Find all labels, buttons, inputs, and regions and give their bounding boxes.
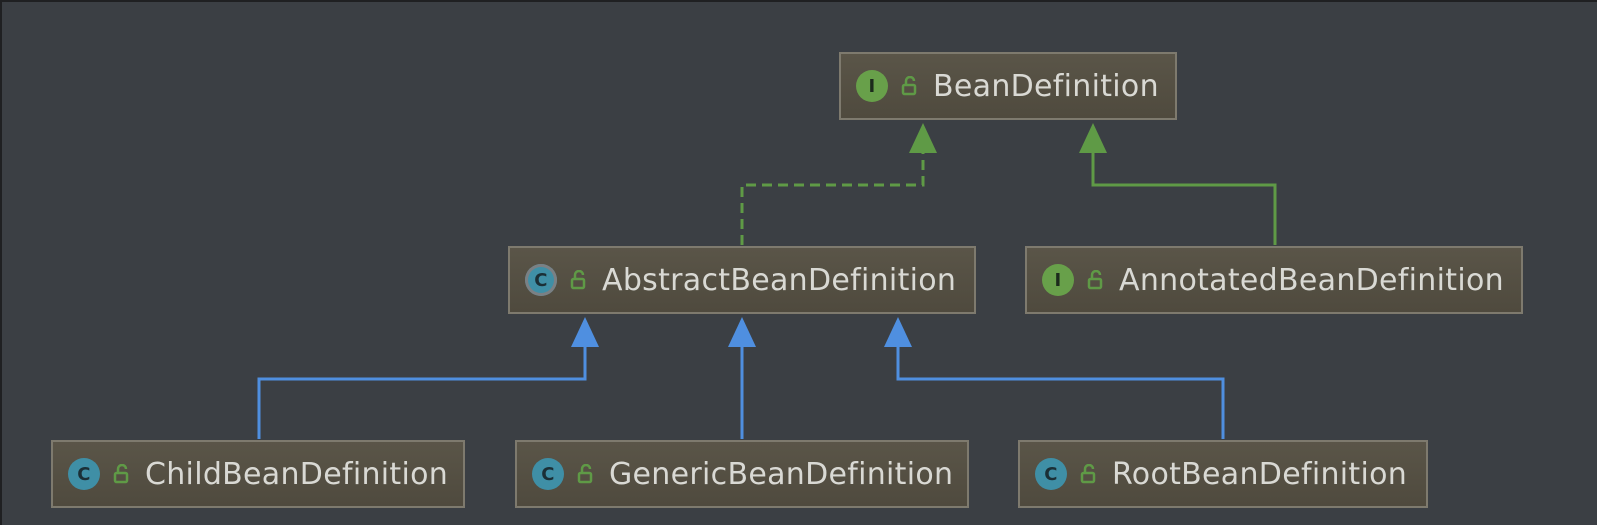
lock-open-icon <box>576 464 596 484</box>
lock-open-icon <box>112 464 132 484</box>
arrowhead-extends-generic <box>728 317 756 347</box>
lock-open-icon <box>1086 270 1106 290</box>
node-label: GenericBeanDefinition <box>609 456 954 492</box>
arrowhead-extends-root <box>884 317 912 347</box>
class-badge-icon: C <box>532 458 564 490</box>
lock-open-icon <box>900 76 920 96</box>
node-annotated-bean-definition[interactable]: I AnnotatedBeanDefinition <box>1025 246 1523 314</box>
edge-abstract-to-beandefinition <box>740 152 925 245</box>
node-label: RootBeanDefinition <box>1112 456 1408 492</box>
node-root-bean-definition[interactable]: C RootBeanDefinition <box>1018 440 1428 508</box>
lock-open-icon <box>569 270 589 290</box>
node-label: BeanDefinition <box>933 68 1159 104</box>
class-badge-icon: C <box>68 458 100 490</box>
edge-child-to-abstract <box>257 346 587 439</box>
class-badge-icon: C <box>1035 458 1067 490</box>
arrowhead-extends-child <box>571 317 599 347</box>
node-label: ChildBeanDefinition <box>145 456 449 492</box>
interface-badge-icon: I <box>856 70 888 102</box>
lock-open-icon <box>1079 464 1099 484</box>
node-label: AbstractBeanDefinition <box>602 262 957 298</box>
node-generic-bean-definition[interactable]: C GenericBeanDefinition <box>515 440 969 508</box>
arrowhead-implements <box>909 123 937 153</box>
node-abstract-bean-definition[interactable]: C AbstractBeanDefinition <box>508 246 976 314</box>
edge-root-to-abstract <box>896 346 1225 439</box>
interface-badge-icon: I <box>1042 264 1074 296</box>
abstract-class-badge-icon: C <box>525 264 557 296</box>
arrowhead-extends-annotated <box>1079 123 1107 153</box>
node-child-bean-definition[interactable]: C ChildBeanDefinition <box>51 440 465 508</box>
node-bean-definition[interactable]: I BeanDefinition <box>839 52 1177 120</box>
edge-annotated-to-beandefinition <box>1091 152 1277 245</box>
node-label: AnnotatedBeanDefinition <box>1119 262 1504 298</box>
